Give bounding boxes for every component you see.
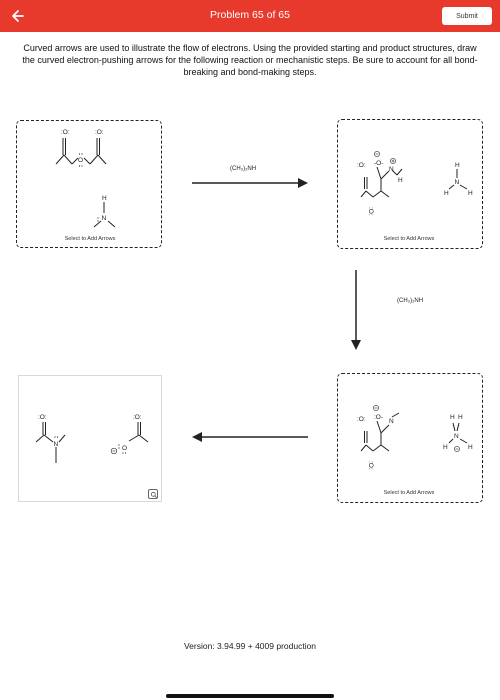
svg-text:H: H [455, 162, 460, 169]
reaction-arrow-left [192, 432, 308, 442]
svg-text:O: O [78, 157, 83, 164]
reagent-label-step2: (CH₃)₂NH [397, 298, 424, 304]
svg-text::O:: :O: [38, 414, 47, 421]
svg-text:H: H [444, 190, 449, 197]
svg-text:H: H [102, 195, 107, 202]
svg-text:H: H [450, 414, 455, 421]
svg-text::O:: :O: [133, 414, 142, 421]
product-acetate-molecule: :O: O [110, 414, 149, 455]
svg-text:H: H [458, 414, 463, 421]
arrow-left-icon[interactable] [8, 6, 28, 26]
svg-text:H: H [443, 444, 448, 451]
step1-anhydride-molecule: :O: :O: O [55, 129, 107, 167]
step1-dimethylamine-molecule: H N [93, 195, 116, 228]
product-amide-molecule: :O: N [35, 414, 66, 463]
submit-button[interactable]: Submit [442, 7, 492, 25]
page-title: Problem 65 of 65 [210, 9, 290, 21]
svg-text:N: N [54, 441, 59, 448]
reaction-arrow-down [351, 270, 361, 350]
svg-text:N: N [389, 418, 394, 425]
step2-tetrahedral-intermediate: :O: -O- N H :O: H N H H [357, 151, 473, 216]
svg-text::O:: :O: [357, 416, 366, 423]
svg-text::O:: :O: [367, 461, 374, 470]
top-bar: Problem 65 of 65 Submit [0, 0, 500, 32]
products-box [18, 375, 162, 502]
svg-text:-O-: -O- [374, 160, 383, 167]
zoom-icon[interactable] [148, 489, 158, 499]
svg-text:N: N [389, 166, 394, 173]
reagent-label-step1: (CH₃)₂NH [230, 166, 257, 172]
step3-add-arrows-label[interactable]: Select to Add Arrows [383, 490, 435, 496]
home-indicator[interactable] [166, 694, 334, 698]
svg-text:H: H [468, 190, 473, 197]
step2-add-arrows-label[interactable]: Select to Add Arrows [383, 236, 435, 242]
svg-text:O: O [122, 445, 127, 452]
instructions-text: Curved arrows are used to illustrate the… [22, 43, 478, 77]
svg-text:H: H [398, 177, 403, 184]
svg-text::O:: :O: [95, 129, 104, 136]
step1-drawing-box[interactable] [16, 120, 162, 248]
svg-text:H: H [468, 444, 473, 451]
step3-drawing-box[interactable] [337, 373, 483, 503]
step1-add-arrows-label[interactable]: Select to Add Arrows [64, 236, 116, 242]
svg-text:N: N [454, 433, 459, 440]
svg-text::O:: :O: [61, 129, 70, 136]
svg-text:N: N [455, 179, 460, 186]
svg-text::O-: :O- [374, 414, 383, 421]
svg-text::O:: :O: [357, 162, 366, 169]
step3-tetrahedral-intermediate: :O: :O- N :O: H H N H H [357, 405, 473, 470]
step2-drawing-box[interactable] [337, 119, 483, 249]
version-text: Version: 3.94.99 + 4009 production [183, 641, 317, 651]
reaction-arrow-right [192, 178, 308, 188]
svg-text::O:: :O: [367, 207, 374, 216]
svg-text:N: N [102, 215, 107, 222]
